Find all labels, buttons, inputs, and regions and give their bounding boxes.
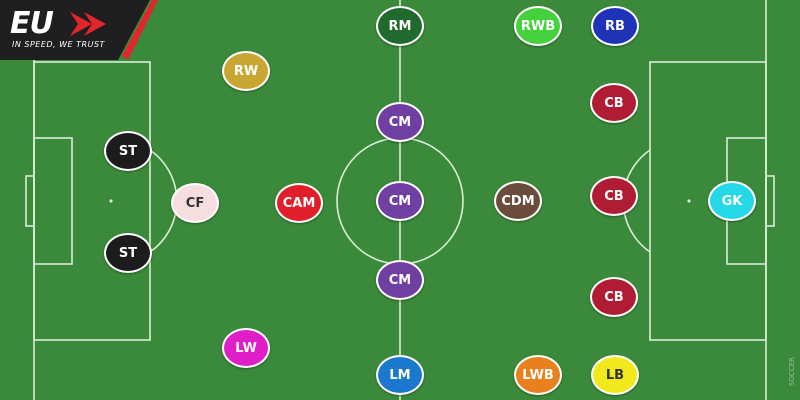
position-lwb[interactable]: LWB <box>514 355 562 395</box>
logo-tagline: IN SPEED, WE TRUST <box>12 40 105 49</box>
position-rw[interactable]: RW <box>222 51 270 91</box>
position-cf[interactable]: CF <box>171 183 219 223</box>
position-cb-center[interactable]: CB <box>590 176 638 216</box>
position-cdm[interactable]: CDM <box>494 181 542 221</box>
position-cb-upper[interactable]: CB <box>590 83 638 123</box>
position-cm-upper[interactable]: CM <box>376 102 424 142</box>
position-cm-center[interactable]: CM <box>376 181 424 221</box>
position-cam[interactable]: CAM <box>275 183 323 223</box>
position-st-lower[interactable]: ST <box>104 233 152 273</box>
position-gk[interactable]: GK <box>708 181 756 221</box>
position-cb-lower[interactable]: CB <box>590 277 638 317</box>
logo-text: EU <box>10 6 54 41</box>
position-lb[interactable]: LB <box>591 355 639 395</box>
position-rwb[interactable]: RWB <box>514 6 562 46</box>
position-st-upper[interactable]: ST <box>104 131 152 171</box>
position-rb[interactable]: RB <box>591 6 639 46</box>
position-lw[interactable]: LW <box>222 328 270 368</box>
position-lm[interactable]: LM <box>376 355 424 395</box>
position-rm[interactable]: RM <box>376 6 424 46</box>
position-cm-lower[interactable]: CM <box>376 260 424 300</box>
brand-logo: EU IN SPEED, WE TRUST <box>0 0 160 60</box>
watermark-text: SOCCER <box>788 356 796 386</box>
